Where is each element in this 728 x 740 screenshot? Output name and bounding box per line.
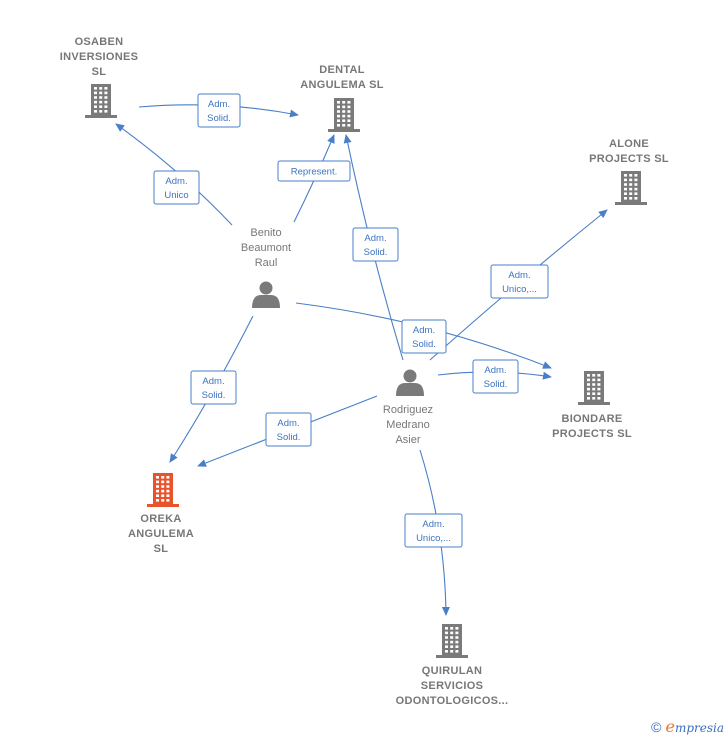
node-label-line: PROJECTS SL	[552, 428, 632, 440]
edge-label-rodriguez-biondare[interactable]: Adm. Solid.	[472, 359, 519, 394]
edge-label-text: Adm.	[484, 365, 506, 376]
building-icon	[436, 624, 468, 658]
edge-label-text: Unico,...	[416, 533, 451, 544]
node-quirulan[interactable]: QUIRULAN SERVICIOS ODONTOLOGICOS...	[396, 624, 509, 707]
node-label-line: Asier	[395, 434, 420, 446]
edge-label-box	[265, 412, 312, 447]
node-label-line: BIONDARE	[561, 413, 622, 425]
edge-label-box	[153, 170, 200, 205]
edge-label-text: Solid.	[202, 390, 226, 401]
node-label-line: Beaumont	[241, 242, 291, 254]
brand-logo-text: mpresia	[674, 721, 724, 735]
edge-label-text: Adm.	[165, 176, 187, 187]
edge-label-text: Adm.	[413, 325, 435, 336]
building-icon	[85, 84, 117, 118]
node-label-line: ODONTOLOGICOS...	[396, 695, 509, 707]
edge-label-box	[401, 319, 447, 354]
node-label-line: SERVICIOS	[421, 680, 483, 692]
node-label-line: Benito	[250, 227, 281, 239]
node-label-line: Medrano	[386, 419, 429, 431]
edge-label-box	[352, 227, 399, 262]
person-icon	[396, 369, 424, 396]
edge-label-text: Adm.	[202, 376, 224, 387]
edge-label-box	[190, 370, 237, 405]
edge-label-text: Solid.	[207, 113, 231, 124]
node-label-line: OSABEN	[75, 36, 124, 48]
edge-label-rodriguez-alone[interactable]: Adm. Unico,...	[490, 264, 549, 299]
edge-label-text: Unico,...	[502, 284, 537, 295]
copyright-symbol: ©	[651, 718, 662, 735]
node-label-line: ANGULEMA	[128, 528, 194, 540]
edge-label-box	[197, 93, 241, 128]
node-label-line: ALONE	[609, 138, 649, 150]
person-icon	[252, 281, 280, 308]
edge-label-text: Solid.	[484, 379, 508, 390]
footer-brand[interactable]: © empresia	[651, 717, 724, 736]
edge-label-box	[404, 513, 463, 548]
edge-label-benito-biondare[interactable]: Adm. Solid.	[401, 319, 447, 354]
node-label-line: ANGULEMA SL	[300, 79, 384, 91]
building-icon	[147, 473, 179, 507]
brand-logo[interactable]: empresia	[665, 717, 724, 736]
node-label-line: Rodriguez	[383, 404, 433, 416]
node-label-line: INVERSIONES	[60, 51, 139, 63]
edge-labels-layer: Adm.Solid.Adm.UnicoRepresent.Adm.Solid.A…	[153, 93, 549, 548]
edge-label-rodriguez-oreka[interactable]: Adm. Solid.	[265, 412, 312, 447]
edge-label-text: Solid.	[364, 247, 388, 258]
node-label-line: QUIRULAN	[422, 665, 482, 677]
edge-label-text: Adm.	[508, 270, 530, 281]
node-label-line: PROJECTS SL	[589, 153, 669, 165]
building-icon	[328, 98, 360, 132]
edge-label-benito-dental[interactable]: Represent.	[277, 160, 351, 182]
node-label-line: SL	[154, 543, 169, 555]
edge-label-text: Unico	[164, 190, 188, 201]
node-alone[interactable]: ALONE PROJECTS SL	[589, 138, 669, 205]
edge-label-text: Adm.	[277, 418, 299, 429]
edge-label-text: Represent.	[291, 167, 337, 178]
edge-label-benito-osaben[interactable]: Adm. Unico	[153, 170, 200, 205]
node-biondare[interactable]: BIONDARE PROJECTS SL	[552, 371, 632, 440]
node-osaben[interactable]: OSABEN INVERSIONES SL	[60, 36, 139, 118]
edge-label-text: Solid.	[277, 432, 301, 443]
edge-label-text: Adm.	[422, 519, 444, 530]
edge-label-box	[472, 359, 519, 394]
edge-label-text: Adm.	[208, 99, 230, 110]
building-icon	[578, 371, 610, 405]
brand-logo-e: e	[665, 717, 675, 736]
edge-label-osaben-dental[interactable]: Adm. Solid.	[197, 93, 241, 128]
edge-label-text: Adm.	[364, 233, 386, 244]
node-label-line: OREKA	[140, 513, 181, 525]
edge-label-box	[277, 160, 351, 182]
edge-label-text: Solid.	[412, 339, 436, 350]
node-label-line: Raul	[255, 257, 278, 269]
edge-label-rodriguez-dental[interactable]: Adm. Solid.	[352, 227, 399, 262]
edge-label-benito-oreka[interactable]: Adm. Solid.	[190, 370, 237, 405]
node-oreka[interactable]: OREKA ANGULEMA SL	[128, 473, 194, 555]
building-icon	[615, 171, 647, 205]
node-dental[interactable]: DENTAL ANGULEMA SL	[300, 64, 384, 132]
node-label-line: SL	[92, 66, 107, 78]
edge-label-box	[490, 264, 549, 299]
edge-label-rodriguez-quirulan[interactable]: Adm. Unico,...	[404, 513, 463, 548]
node-label-line: DENTAL	[319, 64, 365, 76]
nodes-layer: OSABEN INVERSIONES SL DENTAL ANGULEMA SL ALON…	[60, 36, 669, 707]
